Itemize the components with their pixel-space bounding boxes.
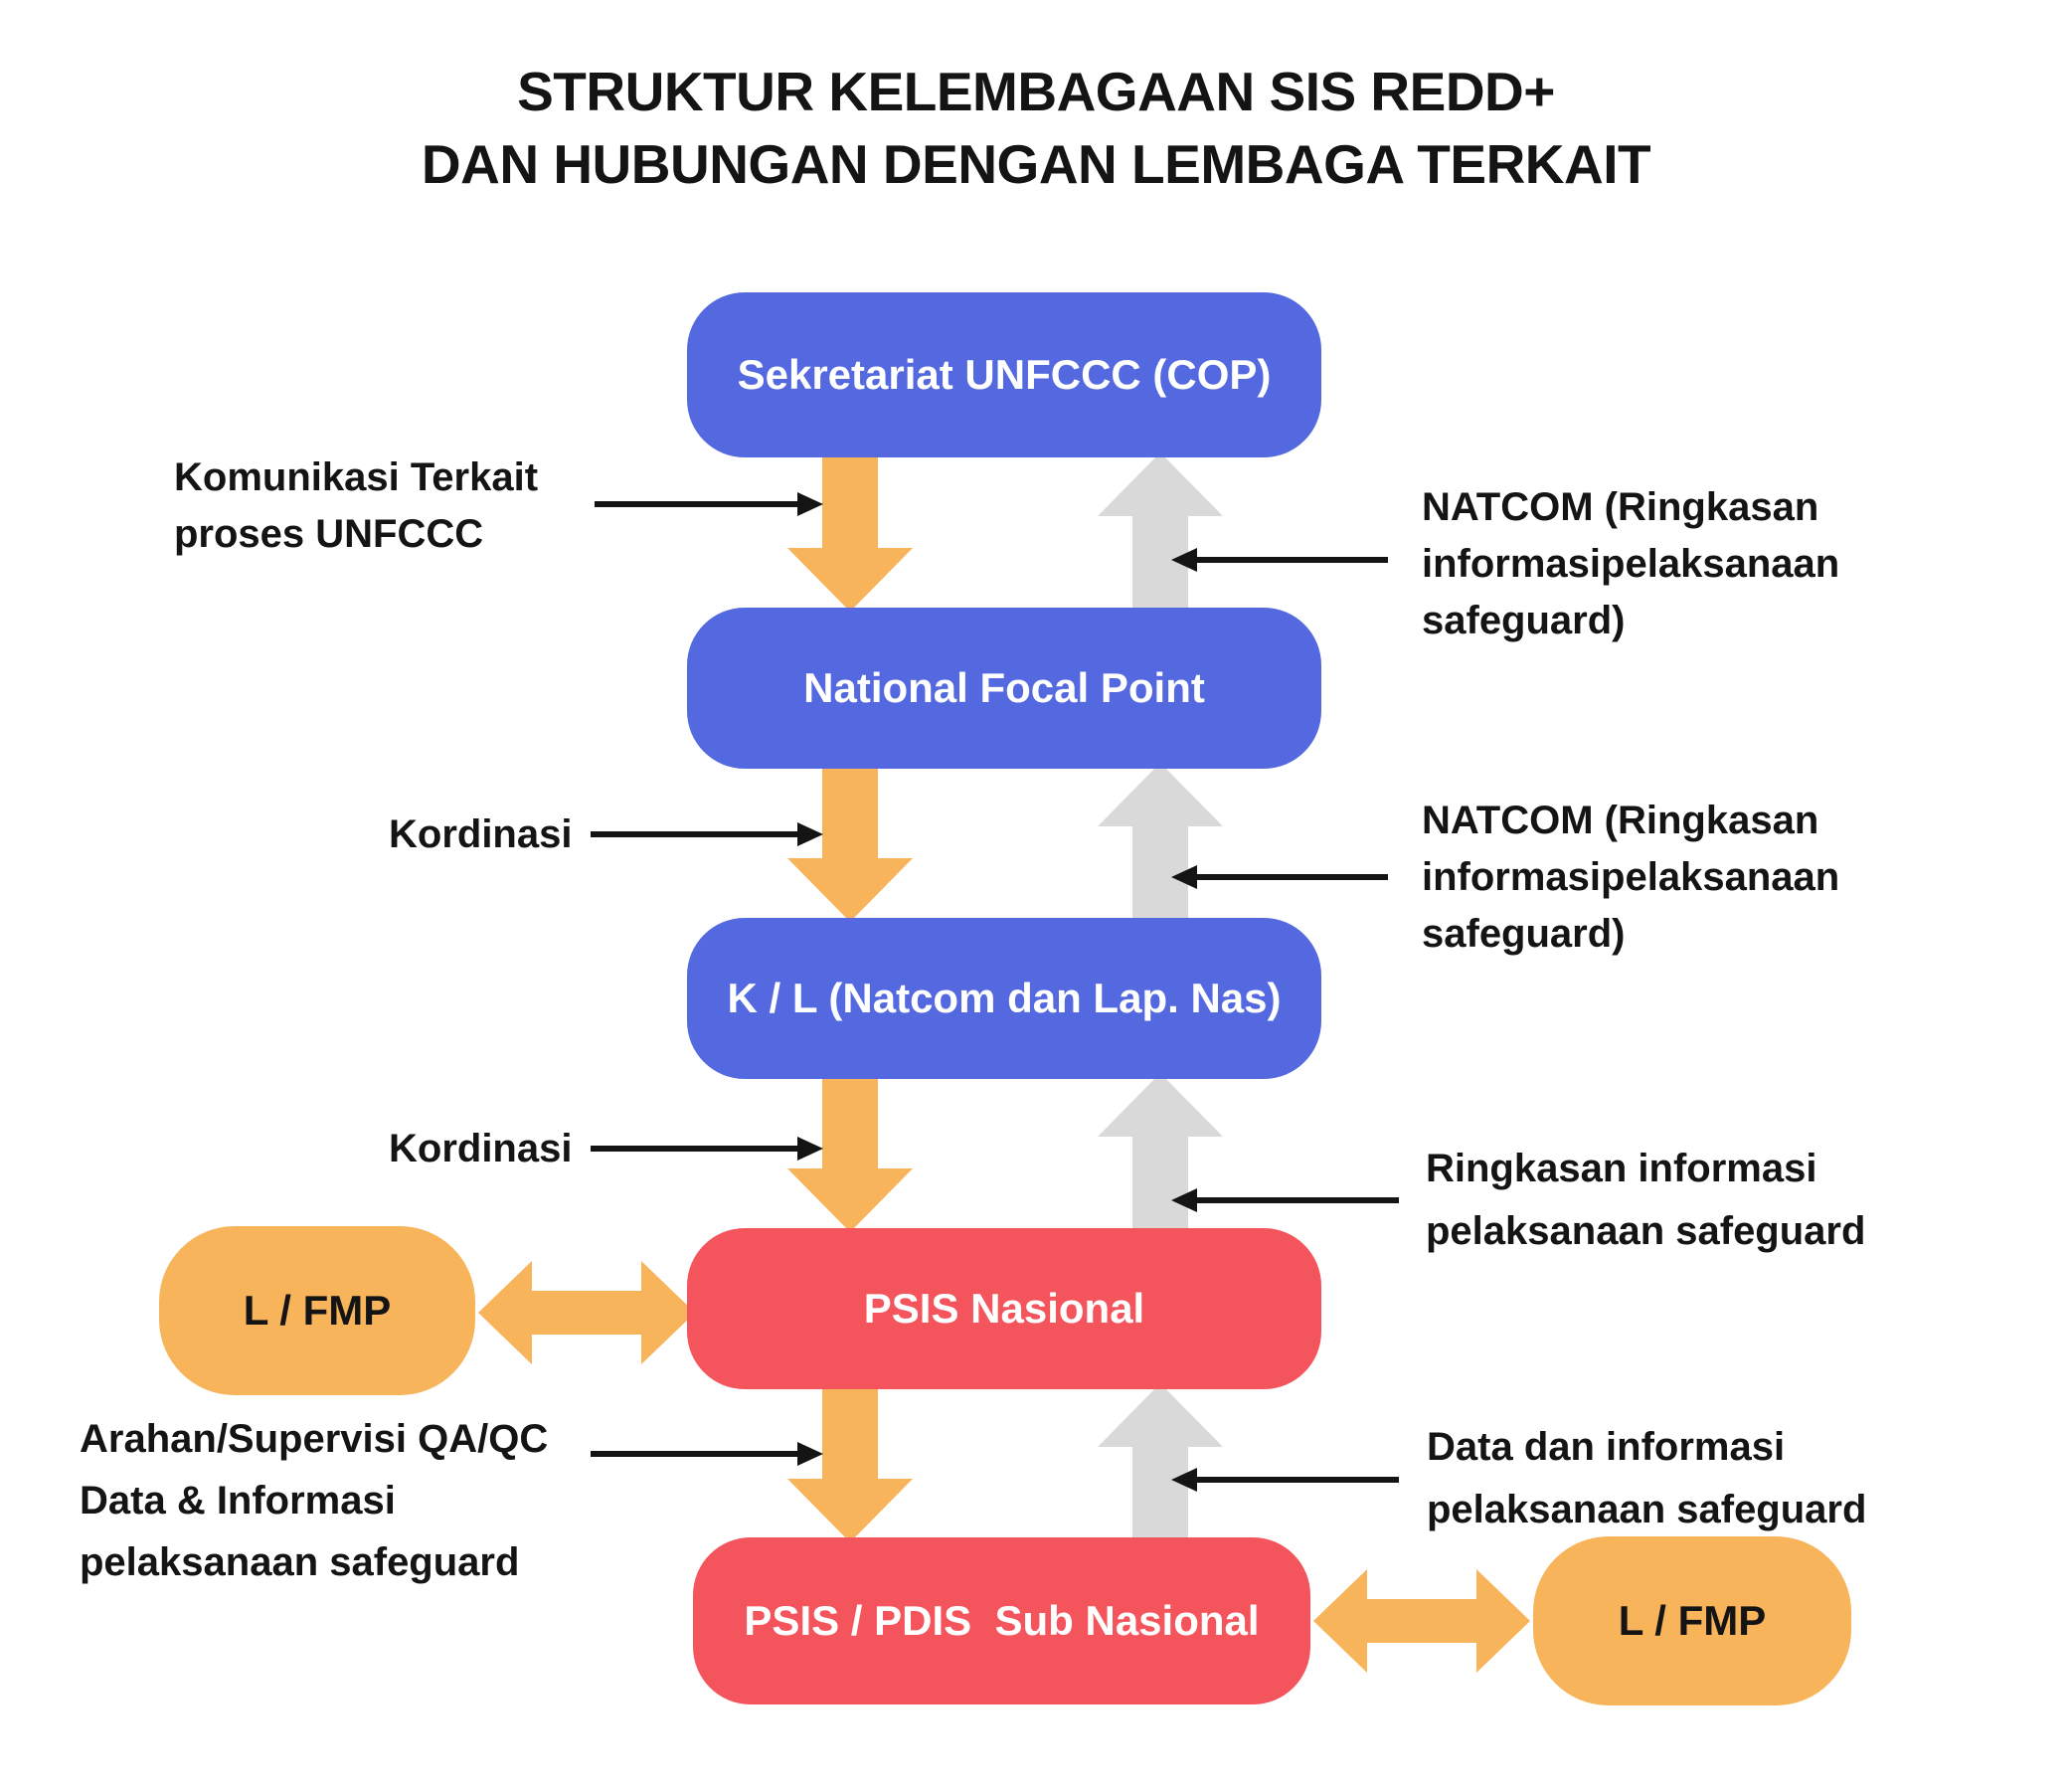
label-natcom-2: NATCOM (Ringkasan informasipelaksanaan s… (1422, 799, 1840, 956)
node-national-focal-point: National Focal Point (687, 608, 1321, 769)
diagram-title-line2: DAN HUBUNGAN DENGAN LEMBAGA TERKAIT (421, 133, 1651, 195)
node-k-l-natcom: K / L (Natcom dan Lap. Nas) (687, 918, 1321, 1079)
flow-arrow-up-4 (1098, 1383, 1223, 1542)
node-l-fmp-right: L / FMP (1533, 1536, 1851, 1705)
pointer-arrow-ringkasan (1171, 1188, 1399, 1212)
flow-arrow-down-3 (787, 1073, 913, 1232)
node-sekretariat-unfccc-label: Sekretariat UNFCCC (COP) (737, 351, 1272, 398)
label-data-dan-informasi: Data dan informasi pelaksanaan safeguard (1427, 1425, 1867, 1531)
node-l-fmp-left: L / FMP (159, 1226, 475, 1395)
node-sekretariat-unfccc: Sekretariat UNFCCC (COP) (687, 292, 1321, 457)
double-arrow-left-fmp (478, 1261, 695, 1364)
node-l-fmp-left-label: L / FMP (243, 1287, 392, 1334)
pointer-arrow-komunikasi (595, 492, 823, 516)
label-ringkasan-informasi: Ringkasan informasi pelaksanaan safeguar… (1426, 1147, 1866, 1253)
label-arahan-supervisi: Arahan/Supervisi QA/QC Data & Informasi … (80, 1417, 549, 1584)
pointer-arrow-natcom-2 (1171, 865, 1388, 889)
pointer-arrow-kordinasi-2 (591, 1137, 823, 1161)
flow-arrow-down-4 (787, 1383, 913, 1542)
pointer-arrow-natcom-1 (1171, 548, 1388, 572)
label-kordinasi-2: Kordinasi (389, 1127, 573, 1170)
pointer-arrow-data-informasi (1171, 1468, 1399, 1492)
node-l-fmp-right-label: L / FMP (1618, 1597, 1767, 1644)
flow-arrow-down-1 (787, 452, 913, 612)
diagram-title-line1: STRUKTUR KELEMBAGAAN SIS REDD+ (517, 61, 1555, 122)
pointer-arrow-arahan (591, 1442, 823, 1466)
flow-arrow-up-3 (1098, 1073, 1223, 1232)
label-natcom-1: NATCOM (Ringkasan informasipelaksanaan s… (1422, 485, 1840, 642)
flow-arrow-down-2 (787, 763, 913, 922)
node-psis-pdis-sub-nasional: PSIS / PDIS Sub Nasional (693, 1537, 1310, 1704)
diagram-title: STRUKTUR KELEMBAGAAN SIS REDD+ DAN HUBUN… (0, 56, 2072, 201)
pointer-arrow-kordinasi-1 (591, 822, 823, 846)
node-national-focal-point-label: National Focal Point (803, 664, 1205, 711)
flow-arrow-up-2 (1098, 763, 1223, 922)
label-kordinasi-1: Kordinasi (389, 812, 573, 856)
node-psis-nasional-label: PSIS Nasional (863, 1285, 1145, 1332)
node-psis-pdis-sub-nasional-label: PSIS / PDIS Sub Nasional (744, 1597, 1260, 1644)
node-psis-nasional: PSIS Nasional (687, 1228, 1321, 1389)
node-k-l-natcom-label: K / L (Natcom dan Lap. Nas) (727, 975, 1282, 1021)
double-arrow-right-fmp (1313, 1569, 1530, 1673)
label-komunikasi-terkait: Komunikasi Terkait proses UNFCCC (174, 455, 539, 556)
flow-arrow-up-1 (1098, 452, 1223, 612)
